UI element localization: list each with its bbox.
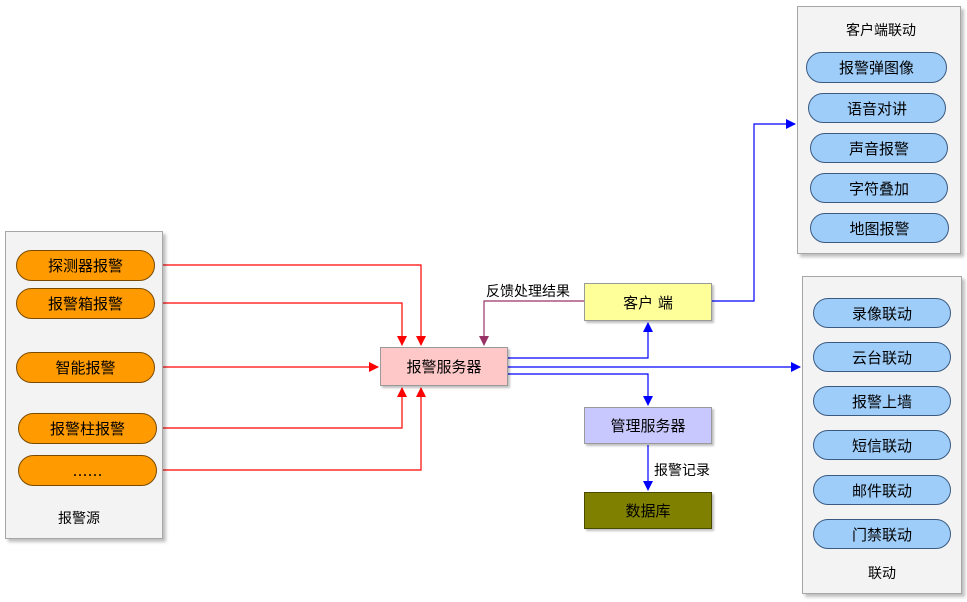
edge-alarmbox-to-server xyxy=(155,302,407,346)
client-linkage-voice-intercom: 语音对讲 xyxy=(808,93,946,123)
edge-server-to-client xyxy=(508,322,653,359)
alarm-source-title: 报警源 xyxy=(58,511,100,527)
client-linkage-map-alarm: 地图报警 xyxy=(810,213,949,243)
linkage-email: 邮件联动 xyxy=(813,475,951,505)
feedback-label: 反馈处理结果 xyxy=(486,284,570,300)
linkage-video-wall: 报警上墙 xyxy=(813,386,951,416)
client-linkage-text-overlay: 字符叠加 xyxy=(810,173,948,203)
client-linkage-panel xyxy=(797,6,961,254)
edge-feedback xyxy=(479,300,584,346)
edge-more-to-server xyxy=(155,387,426,471)
linkage-title: 联动 xyxy=(868,566,896,582)
client-node: 客户 端 xyxy=(584,283,712,321)
client-linkage-alarm-image: 报警弹图像 xyxy=(806,52,947,83)
edge-client-to-client-linkage xyxy=(712,119,796,302)
source-more: …… xyxy=(18,455,157,486)
linkage-access-control: 门禁联动 xyxy=(813,519,951,549)
alarm-source-panel xyxy=(5,231,163,539)
client-linkage-sound-alarm: 声音报警 xyxy=(810,133,948,163)
edge-server-to-manager xyxy=(508,373,653,406)
linkage-sms: 短信联动 xyxy=(813,430,951,460)
edge-detector-to-server xyxy=(155,264,426,346)
linkage-ptz: 云台联动 xyxy=(813,342,951,372)
source-alarm-box: 报警箱报警 xyxy=(16,288,155,319)
source-detector-alarm: 探测器报警 xyxy=(16,250,155,281)
database-node: 数据库 xyxy=(584,492,712,529)
linkage-recording: 录像联动 xyxy=(813,298,951,328)
manager-server: 管理服务器 xyxy=(584,407,712,444)
client-linkage-title: 客户端联动 xyxy=(846,23,916,39)
source-pillar-alarm: 报警柱报警 xyxy=(18,413,157,444)
source-smart-alarm: 智能报警 xyxy=(16,352,155,383)
edge-pillar-to-server xyxy=(155,387,407,429)
alarm-record-label: 报警记录 xyxy=(654,463,710,479)
alarm-server: 报警服务器 xyxy=(380,347,508,386)
